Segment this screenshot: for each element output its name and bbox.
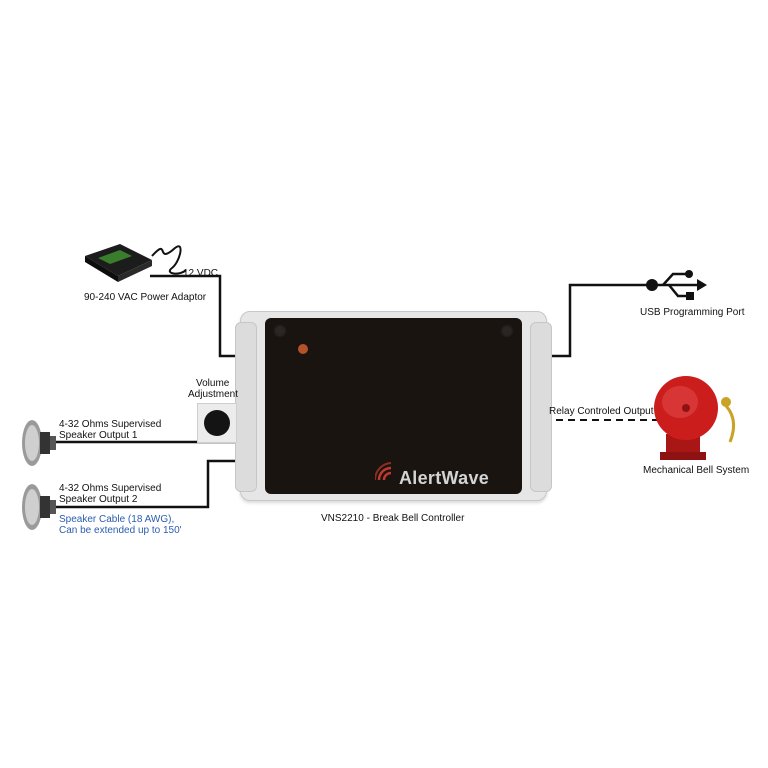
enclosure-right-ear [530,322,552,492]
speaker1-image [18,418,58,468]
status-led [298,344,308,354]
wifi-icon [373,458,401,487]
speaker2-label-line1: 4-32 Ohms Supervised [59,483,162,494]
brand-logo: AlertWave [399,468,490,488]
relay-output-label: Relay Controled Output [549,406,654,417]
power-voltage-label: 12 VDC [183,268,219,279]
cable-note-line1: Speaker Cable (18 AWG), [59,514,175,525]
speaker2-image [18,482,58,532]
controller-face: AlertWave [265,318,522,494]
power-adaptor-label: 90-240 VAC Power Adaptor [84,292,207,303]
volume-label-line2: Adjustment [188,389,239,400]
bell-system-label: Mechanical Bell System [643,465,750,476]
mechanical-bell-image [652,372,747,462]
volume-knob [197,403,237,443]
controller-caption: VNS2210 - Break Bell Controller [321,513,465,524]
controller-enclosure: AlertWave [235,311,552,501]
corner-screw-top-right [500,324,514,338]
usb-port-label: USB Programming Port [640,307,745,318]
power-adaptor-image [80,226,190,286]
usb-icon [645,268,707,302]
corner-screw-top-left [273,324,287,338]
speaker2-label-line2: Speaker Output 2 [59,494,138,505]
speaker1-label-line2: Speaker Output 1 [59,430,138,441]
speaker1-label-line1: 4-32 Ohms Supervised [59,419,162,430]
cable-note-line2: Can be extended up to 150' [59,525,182,536]
volume-label-line1: Volume [196,378,230,389]
volume-knob-dial [204,410,230,436]
enclosure-left-ear [235,322,257,492]
